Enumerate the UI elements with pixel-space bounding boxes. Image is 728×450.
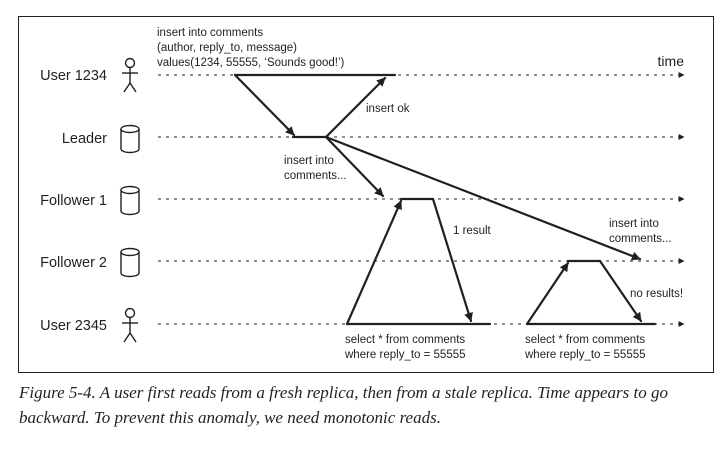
lane-label-follower-1: Follower 1 (40, 193, 107, 209)
figure-frame (18, 16, 714, 373)
insert-ok-arrow (324, 76, 387, 139)
replication-f2-arrow (324, 135, 642, 261)
one-result-label: 1 result (453, 225, 492, 237)
replication-f1-arrow (324, 135, 385, 198)
insert-query-label: insert into comments (author, reply_to, … (157, 27, 345, 69)
write-request-arrow (233, 73, 296, 137)
person-icon (122, 57, 138, 93)
read-1-response-arrow (431, 197, 473, 323)
replication-f2-label: insert into comments... (609, 218, 672, 245)
lane-label-follower-2: Follower 2 (40, 255, 107, 271)
no-results-label: no results! (630, 288, 683, 300)
insert-ok-label: insert ok (366, 103, 410, 115)
database-icon (120, 185, 140, 216)
time-axis-label: time (658, 53, 685, 69)
read-2-request-arrow (525, 261, 570, 326)
lane-label-user-1234: User 1234 (40, 68, 107, 84)
person-icon (122, 307, 138, 343)
database-icon (120, 247, 140, 278)
select-query-2-label: select * from comments where reply_to = … (524, 334, 648, 361)
read-1-request-arrow (345, 199, 403, 326)
read-2-response-arrow (598, 259, 643, 323)
lane-label-user-2345: User 2345 (40, 318, 107, 334)
figure-caption: Figure 5-4. A user first reads from a fr… (19, 383, 668, 427)
replication-f1-label: insert into comments... (284, 155, 347, 182)
lane-label-leader: Leader (62, 131, 107, 147)
select-query-1-label: select * from comments where reply_to = … (344, 334, 468, 361)
database-icon (120, 124, 140, 154)
